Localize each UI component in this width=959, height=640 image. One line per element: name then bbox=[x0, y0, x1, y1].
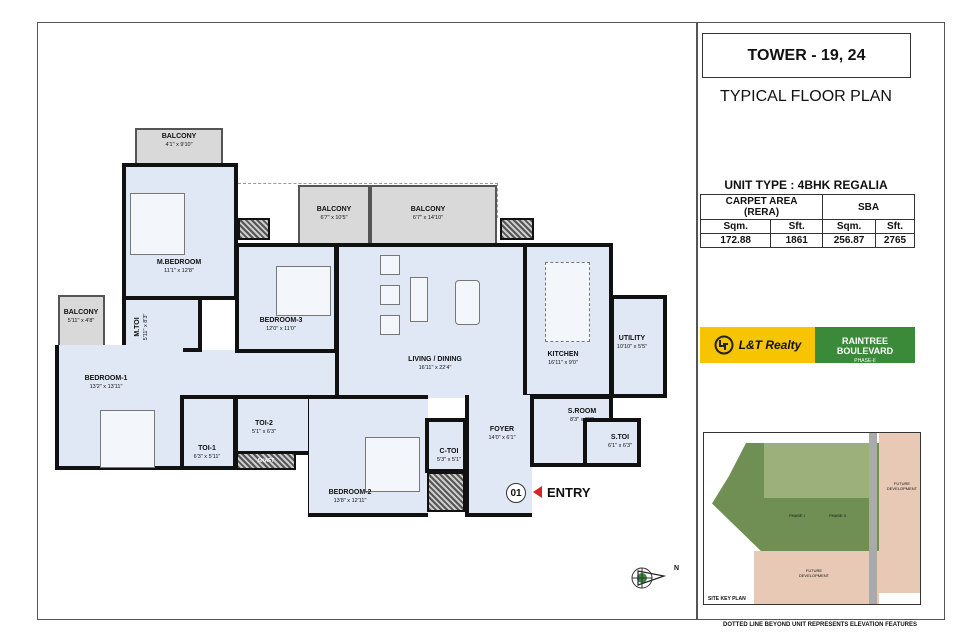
balcony-bedroom1 bbox=[58, 295, 105, 347]
compass-north: N bbox=[674, 565, 680, 572]
sofa bbox=[410, 277, 428, 322]
room-living-dining bbox=[335, 243, 527, 395]
plan-subtitle: TYPICAL FLOOR PLAN bbox=[720, 88, 892, 105]
road bbox=[869, 433, 877, 604]
footer-note: DOTTED LINE BEYOND UNIT REPRESENTS ELEVA… bbox=[722, 622, 917, 628]
brand-logo: L&T Realty RAINTREE BOULEVARD PHASE-II bbox=[700, 327, 915, 364]
future-label: FUTURE DEVELOPMENT bbox=[798, 568, 830, 578]
balcony-master bbox=[135, 128, 223, 166]
carpet-sft: 1861 bbox=[770, 233, 824, 248]
entry-label: ENTRY bbox=[547, 485, 591, 500]
sba-header: SBA bbox=[822, 194, 915, 220]
unit-sqm: Sqm. bbox=[822, 219, 877, 234]
area-table: CARPET AREA (RERA) SBA Sqm. Sft. Sqm. Sf… bbox=[699, 194, 915, 248]
bed bbox=[100, 410, 155, 468]
bed bbox=[276, 266, 331, 316]
bed bbox=[130, 193, 185, 255]
sba-sft: 2765 bbox=[875, 233, 915, 248]
kitchen-counter bbox=[545, 262, 590, 342]
lt-realty-logo: L&T Realty bbox=[700, 327, 815, 363]
floor-plan-frame bbox=[37, 22, 697, 620]
elevation-line bbox=[238, 183, 498, 184]
future-development-east bbox=[879, 433, 920, 593]
shaft bbox=[500, 218, 534, 240]
sba-sqm: 256.87 bbox=[822, 233, 877, 248]
room-utility bbox=[610, 295, 667, 398]
tower-title: TOWER - 19, 24 bbox=[702, 33, 911, 78]
future-development-south bbox=[754, 551, 879, 604]
project-name: RAINTREE BOULEVARD bbox=[836, 336, 894, 356]
armchair bbox=[380, 315, 400, 335]
lt-logo-icon bbox=[714, 335, 734, 355]
phase-label: PHASE II bbox=[829, 513, 846, 518]
carpet-sqm: 172.88 bbox=[699, 233, 772, 248]
bed bbox=[365, 437, 420, 492]
future-label: FUTURE DEVELOPMENT bbox=[886, 481, 918, 491]
site-key-plan: PHASE I PHASE II FUTURE DEVELOPMENT FUTU… bbox=[703, 432, 921, 605]
project-logo: RAINTREE BOULEVARD PHASE-II bbox=[815, 327, 915, 364]
dining-table bbox=[455, 280, 480, 325]
company-name: L&T Realty bbox=[738, 338, 802, 352]
unit-type: UNIT TYPE : 4BHK REGALIA bbox=[724, 178, 888, 192]
armchair bbox=[380, 285, 400, 305]
shaft bbox=[236, 452, 296, 470]
elevation-line bbox=[497, 183, 498, 218]
label-shaft: SHAFT bbox=[257, 458, 275, 464]
carpet-area-header: CARPET AREA (RERA) bbox=[699, 194, 824, 220]
site-key-plan-label: SITE KEY PLAN bbox=[708, 596, 746, 602]
project-phase: PHASE-II bbox=[854, 358, 876, 364]
shaft bbox=[427, 472, 465, 512]
shaft bbox=[238, 218, 270, 240]
entry-arrow-icon bbox=[533, 486, 542, 498]
phase-one-block bbox=[764, 443, 874, 498]
unit-sft: Sft. bbox=[770, 219, 824, 234]
unit-sqm: Sqm. bbox=[699, 219, 772, 234]
entry-number: 01 bbox=[506, 483, 526, 503]
info-panel-frame bbox=[697, 22, 945, 620]
unit-sft: Sft. bbox=[875, 219, 915, 234]
compass-icon bbox=[630, 565, 670, 591]
room-s-toi bbox=[583, 418, 641, 467]
phase-label: PHASE I bbox=[789, 513, 805, 518]
armchair bbox=[380, 255, 400, 275]
